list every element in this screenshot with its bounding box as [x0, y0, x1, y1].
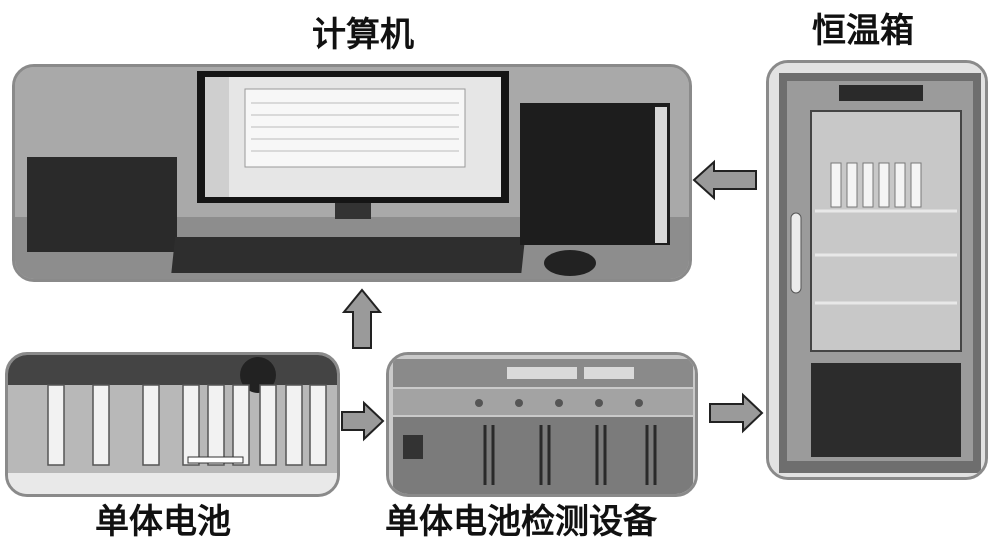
- tester-photo-panel: [386, 352, 698, 497]
- door-handle: [790, 212, 802, 294]
- arrow-tester-to-incubator: [709, 392, 764, 434]
- control-panel: [839, 85, 923, 101]
- mouse: [544, 250, 596, 276]
- tester-unit-2: [393, 389, 693, 415]
- arrow-incubator-to-computer: [692, 159, 757, 201]
- computer-label: 计算机: [312, 15, 414, 55]
- tester-unit-3: [393, 417, 693, 494]
- incubator-label: 恒温箱: [812, 11, 914, 51]
- arrow-tester-to-computer: [341, 288, 383, 349]
- cell-photo-panel: [5, 352, 340, 497]
- incubator-base: [811, 363, 961, 457]
- computer-photo-panel: [12, 64, 692, 282]
- left-pc-tower: [27, 157, 177, 252]
- right-pc-tower: [520, 103, 670, 245]
- computer-illustration: [15, 67, 689, 279]
- tester-label: 单体电池检测设备: [385, 502, 657, 542]
- cell-label: 单体电池: [95, 502, 231, 542]
- keyboard: [171, 237, 526, 273]
- tester-illustration: [389, 355, 695, 494]
- incubator-illustration: [769, 63, 985, 477]
- incubator-photo-panel: [766, 60, 988, 480]
- arrow-cell-to-tester: [341, 400, 385, 442]
- incubator-window: [810, 110, 962, 352]
- cells-illustration: [8, 355, 337, 494]
